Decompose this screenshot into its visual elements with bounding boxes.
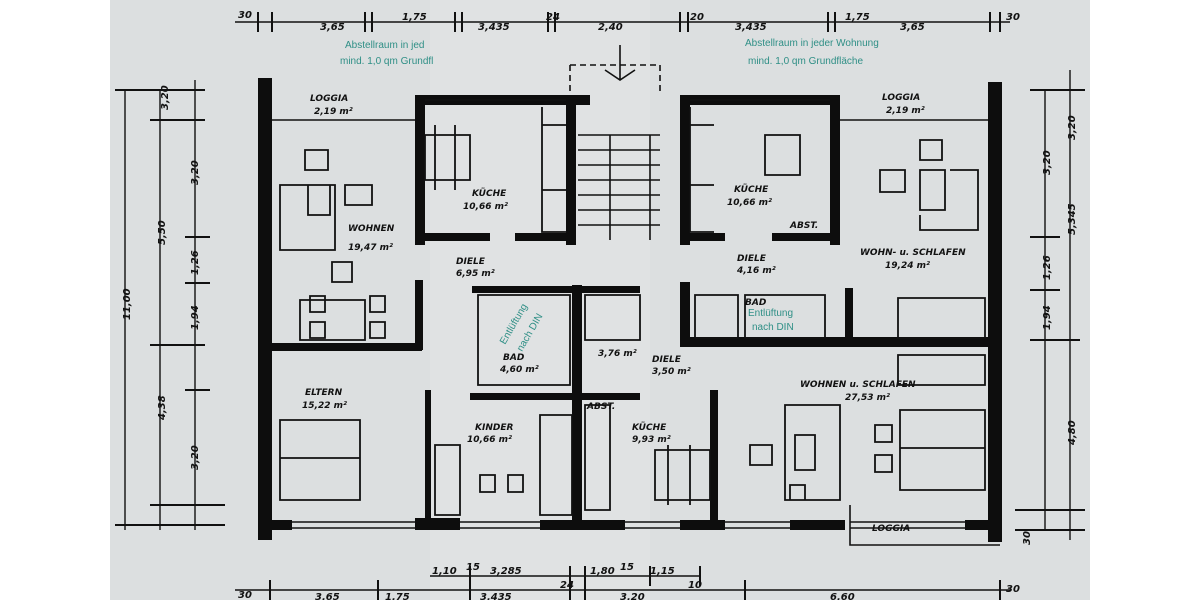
room-name-diele-mid: DIELE (652, 355, 682, 365)
room-area-wohnen-schlafen: 27,53 m² (845, 393, 890, 403)
dim-label: 3,435 (735, 22, 767, 33)
room-area-kueche-left: 10,66 m² (463, 202, 508, 212)
dim-label: 6,60 (830, 592, 855, 600)
room-name-kueche-left: KÜCHE (472, 188, 507, 199)
room-area-wohn-schlafen-right: 19,24 m² (885, 261, 930, 271)
room-name-loggia-bottom: LOGGIA (872, 524, 910, 534)
dim-label: 4,80 (1067, 420, 1078, 446)
stamp-abstellraum-left-line1: Abstellraum in jed (345, 40, 424, 51)
dim-label: 11,00 (122, 288, 133, 320)
room-name-loggia-left: LOGGIA (310, 94, 348, 104)
dim-label: 1,10 (432, 566, 457, 577)
room-name-wohnen: WOHNEN (348, 224, 395, 234)
dim-label: 3,20 (620, 592, 645, 600)
dim-label: 5,50 (157, 220, 168, 245)
dim-label: 5,345 (1067, 203, 1078, 235)
dim-label: 1,75 (385, 592, 410, 600)
dim-label: 3,435 (480, 592, 512, 600)
stamp-entlueftung-right: Entlüftung (748, 308, 793, 319)
room-name-abst: ABST. (586, 402, 615, 412)
dim-label: 3,20 (190, 160, 201, 185)
dim-label: 20 (690, 12, 704, 23)
room-name-eltern: ELTERN (305, 388, 343, 398)
room-area-kinder: 10,66 m² (467, 435, 512, 445)
dim-label: 3,435 (478, 22, 510, 33)
room-name-bad-left: BAD (503, 353, 525, 363)
stamp-abstellraum-right-line2: mind. 1,0 qm Grundfläche (748, 56, 863, 67)
dim-label: 3,20 (190, 445, 201, 470)
dim-label: 30 (1006, 584, 1020, 595)
room-name-wohnen-schlafen: WOHNEN u. SCHLAFEN (800, 380, 916, 390)
dim-label: 1,15 (650, 566, 675, 577)
room-name-kueche-right: KÜCHE (734, 184, 769, 195)
dimensions-right: 5,345 4,80 3,20 1,94 1,26 3,20 30 (1022, 115, 1078, 545)
dim-label: 30 (1022, 531, 1033, 545)
dim-label: 1,26 (1042, 255, 1053, 280)
room-name-diele-right: DIELE (737, 254, 767, 264)
stamp-abstellraum-left-line2: mind. 1,0 qm Grundfl (340, 56, 433, 67)
room-labels: LOGGIA 2,19 m² WOHNEN 19,47 m² KÜCHE 10,… (302, 93, 966, 534)
room-name-wohn-schlafen-right: WOHN- u. SCHLAFEN (860, 248, 966, 258)
dim-label: 30 (238, 590, 252, 600)
room-area-kueche-right: 10,66 m² (727, 198, 772, 208)
dim-label: 1,75 (845, 12, 870, 23)
windows-and-fixtures (272, 45, 1000, 546)
room-area-kueche-mid: 9,93 m² (632, 435, 671, 445)
dim-label: 3,65 (320, 22, 345, 33)
room-name-kueche-mid: KÜCHE (632, 422, 667, 433)
room-name-abst-right: ABST. (789, 221, 818, 231)
dim-label: 3,285 (490, 566, 522, 577)
dimensions-bottom: 1,10 15 3,285 1,80 15 1,15 30 3,65 1,75 … (238, 562, 1020, 600)
dimension-lines (115, 12, 1085, 600)
room-name-loggia-right: LOGGIA (882, 93, 920, 103)
dimensions-left: 11,00 5,50 4,38 3,20 1,26 1,94 3,20 3,20 (122, 85, 201, 470)
room-area-diele-right: 4,16 m² (736, 266, 776, 276)
dim-label: 30 (1006, 12, 1020, 23)
dim-label: 10 (688, 580, 702, 591)
room-name-bad-right: BAD (745, 298, 767, 308)
dim-label: 15 (466, 562, 480, 573)
dim-label: 3,65 (900, 22, 925, 33)
dim-label: 2,40 (598, 22, 623, 33)
room-area-eltern: 15,22 m² (302, 401, 347, 411)
dim-label: 15 (620, 562, 634, 573)
dim-label: 30 (238, 10, 252, 21)
dim-label: 3,20 (1042, 150, 1053, 175)
dim-label: 4,38 (157, 395, 168, 421)
room-area-bad-mid: 3,76 m² (598, 349, 637, 359)
room-area-wohnen: 19,47 m² (348, 243, 393, 253)
dim-label: 24 (560, 580, 574, 591)
dim-label: 1,26 (190, 250, 201, 275)
dim-label: 3,20 (160, 85, 171, 110)
dimensions-top: 30 3,65 1,75 3,435 24 2,40 20 3,435 1,75… (238, 10, 1020, 33)
room-area-diele-mid: 3,50 m² (652, 367, 691, 377)
room-name-diele-left: DIELE (456, 257, 486, 267)
room-area-bad-left: 4,60 m² (499, 365, 539, 375)
dim-label: 1,75 (402, 12, 427, 23)
room-area-loggia-right: 2,19 m² (886, 106, 925, 116)
dim-label: 3,20 (1067, 115, 1078, 140)
dim-label: 1,94 (1042, 305, 1053, 330)
room-area-diele-left: 6,95 m² (456, 269, 495, 279)
dim-label: 1,80 (590, 566, 615, 577)
dim-label: 24 (546, 12, 560, 23)
stamp-abstellraum-right-line1: Abstellraum in jeder Wohnung (745, 38, 879, 49)
dim-label: 1,94 (190, 305, 201, 330)
stamp-entlueftung-right-2: nach DIN (752, 322, 794, 333)
room-area-loggia-left: 2,19 m² (314, 107, 353, 117)
room-name-kinder: KINDER (475, 423, 513, 433)
dim-label: 3,65 (315, 592, 340, 600)
